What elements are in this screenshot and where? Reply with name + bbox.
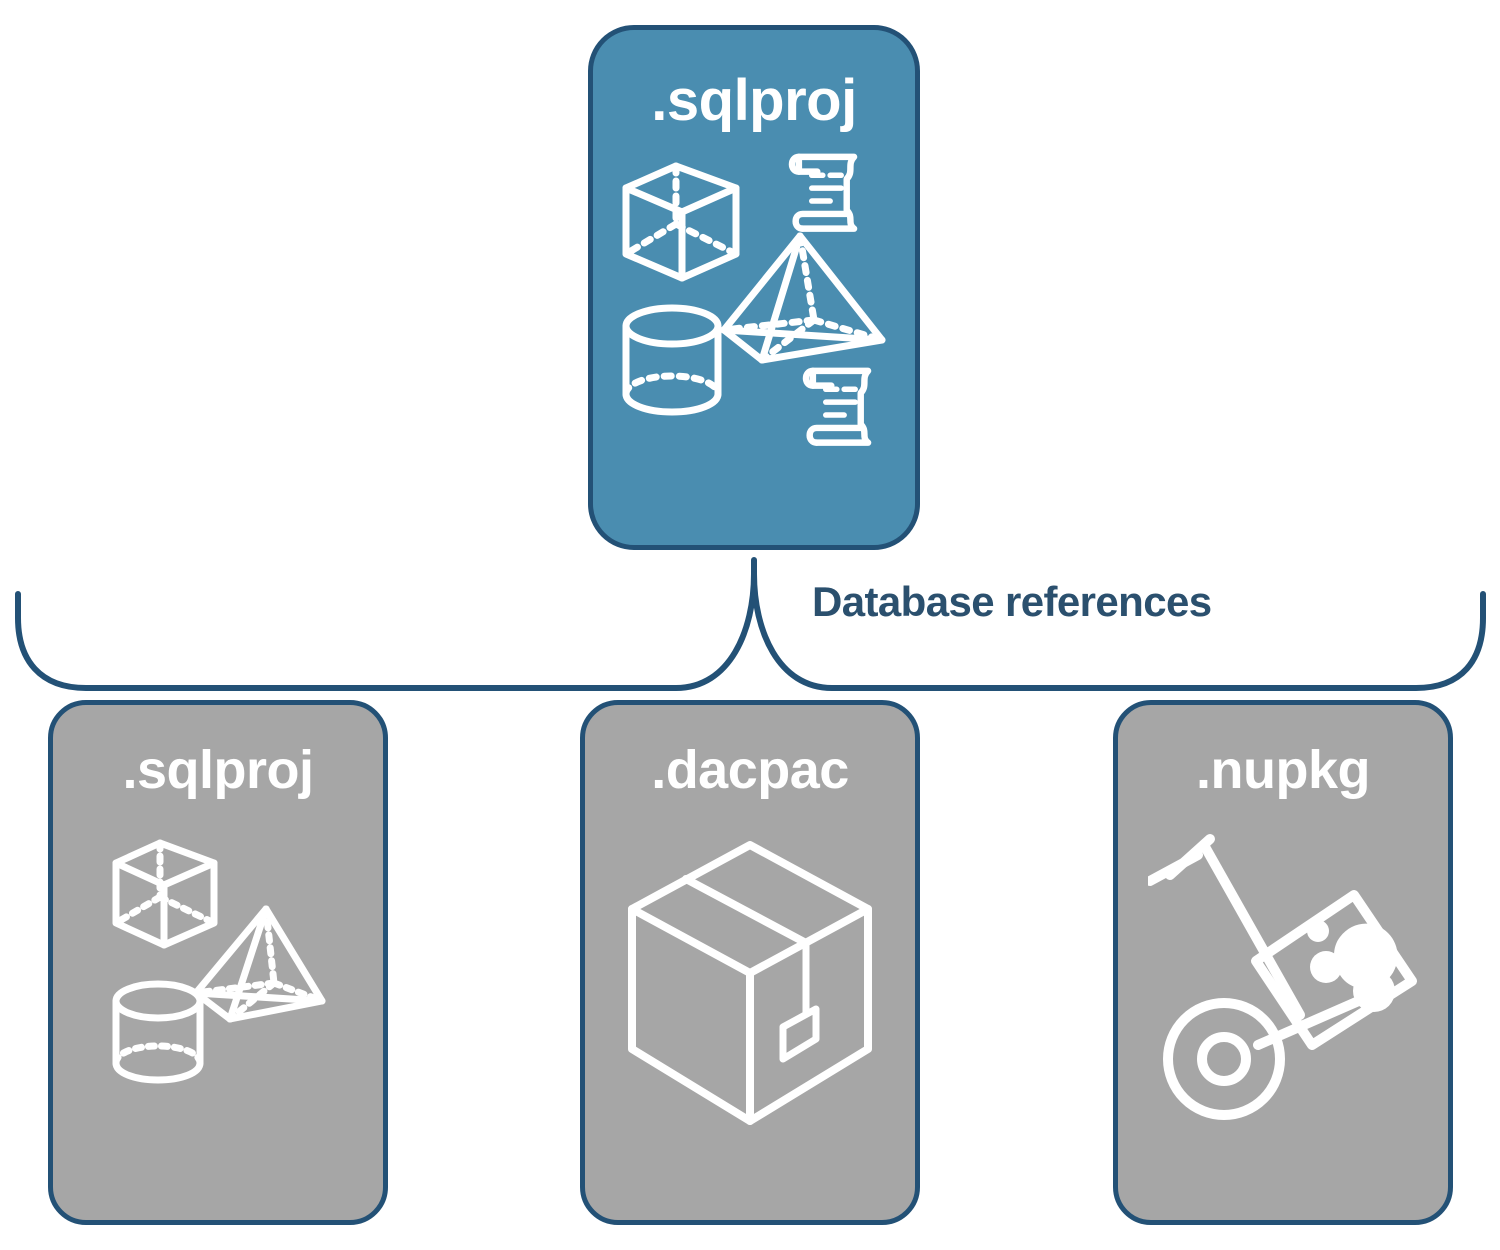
cylinder-wireframe-icon <box>622 304 722 416</box>
card-artwork-nupkg <box>1118 797 1448 1220</box>
parent-icon-group <box>622 153 886 446</box>
card-dacpac[interactable]: .dacpac <box>580 700 920 1225</box>
card-artwork-sqlproj-child <box>53 797 383 1220</box>
cube-wireframe-icon <box>622 162 740 282</box>
card-title-nupkg: .nupkg <box>1196 740 1370 800</box>
nuget-logo-icon <box>1307 920 1398 1012</box>
card-title-sqlproj-child: .sqlproj <box>122 740 314 800</box>
pyramid-wireframe-icon <box>192 905 326 1023</box>
hand-truck-package-icon <box>1148 834 1417 1120</box>
script-scroll-icon <box>802 367 872 446</box>
script-scroll-icon <box>788 153 858 232</box>
bracket-label-database-references: Database references <box>812 578 1212 625</box>
pyramid-wireframe-icon <box>720 232 886 364</box>
card-sqlproj-parent[interactable]: .sqlproj <box>588 25 920 550</box>
card-title-dacpac: .dacpac <box>651 740 849 800</box>
card-artwork-parent <box>593 130 915 545</box>
cylinder-wireframe-icon <box>112 980 204 1084</box>
sqlproj-child-icon-group <box>112 839 326 1084</box>
card-sqlproj-child[interactable]: .sqlproj <box>48 700 388 1225</box>
card-nupkg[interactable]: .nupkg <box>1113 700 1453 1225</box>
card-artwork-dacpac <box>585 797 915 1220</box>
shipping-box-icon <box>628 841 872 1125</box>
card-title-sqlproj-parent: .sqlproj <box>651 68 857 133</box>
cube-wireframe-icon <box>112 839 218 949</box>
